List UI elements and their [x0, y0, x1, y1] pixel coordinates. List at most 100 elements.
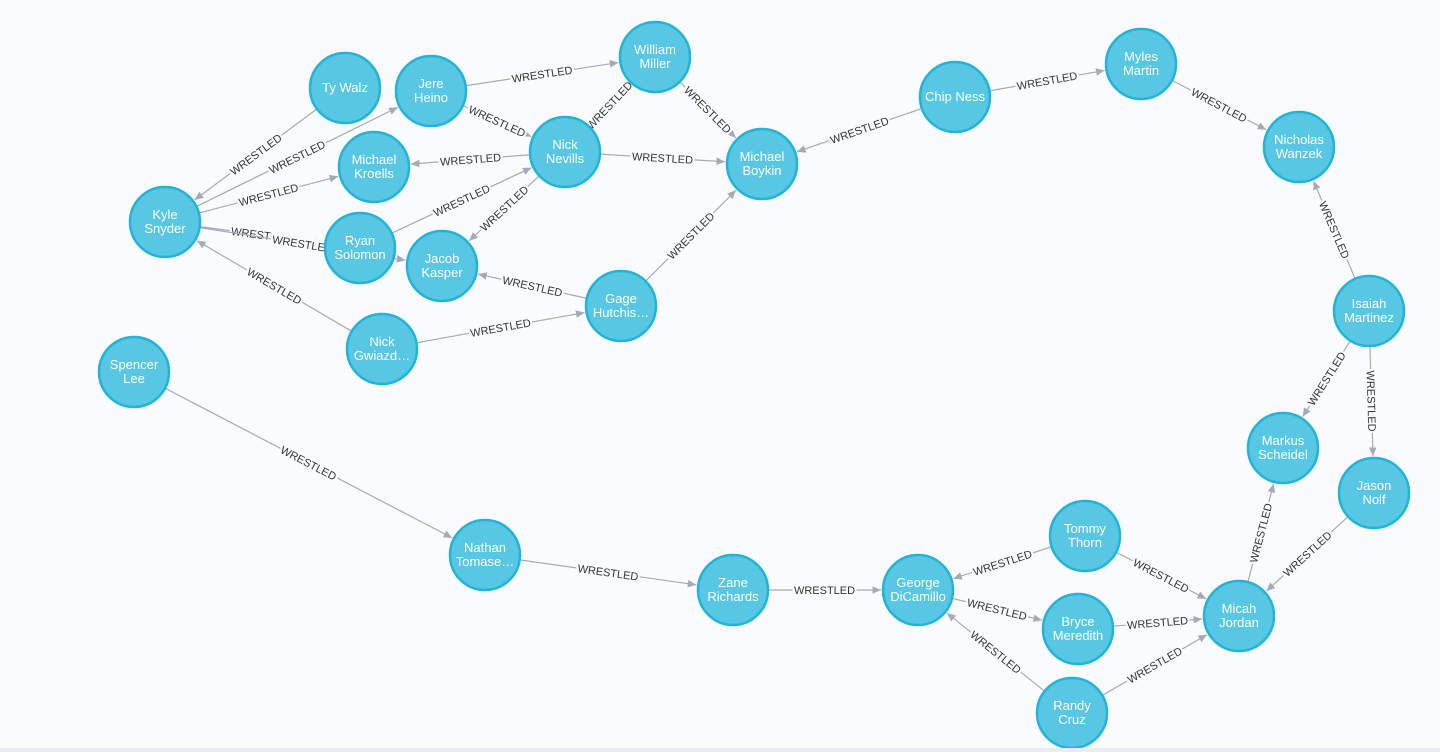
edge-tomase-zane[interactable]: WRESTLED — [519, 559, 697, 588]
edge-label: WRESTLED — [1316, 200, 1351, 261]
edge-nevills-boykin[interactable]: WRESTLED — [599, 149, 726, 167]
edge-label-bg — [467, 315, 534, 340]
node-tywalz[interactable]: Ty Walz — [308, 51, 382, 125]
edge-randy-micah[interactable]: WRESTLED — [1101, 634, 1208, 696]
edge-label-bg — [1187, 83, 1251, 126]
edge-randy-george[interactable]: WRESTLED — [946, 612, 1046, 692]
node-circle[interactable] — [448, 518, 522, 592]
node-circle[interactable] — [345, 312, 419, 386]
node-circle[interactable] — [308, 51, 382, 125]
edge-jere-nevills[interactable]: WRESTLED — [462, 101, 532, 140]
node-circle[interactable] — [97, 335, 171, 409]
node-gage[interactable]: GageHutchis… — [584, 269, 658, 343]
node-circle[interactable] — [1104, 27, 1178, 101]
node-circle[interactable] — [1202, 579, 1276, 653]
edge-william-boykin[interactable]: WRESTLED — [679, 81, 737, 139]
node-circle[interactable] — [323, 211, 397, 285]
node-circle[interactable] — [394, 54, 468, 128]
node-circle[interactable] — [725, 127, 799, 201]
edge-micah-scheidel[interactable]: WRESTLED — [1245, 483, 1276, 583]
node-circle[interactable] — [1048, 499, 1122, 573]
edge-nevills-william[interactable]: WRESTLED — [582, 77, 636, 133]
node-circle[interactable] — [1337, 456, 1411, 530]
node-chip[interactable]: Chip Ness — [918, 60, 992, 134]
edge-label: WRESTLED — [968, 629, 1023, 677]
edge-isaiah-wanzek[interactable]: WRESTLED — [1312, 180, 1356, 280]
edge-label-bg — [1129, 554, 1193, 596]
edge-label-bg — [277, 442, 341, 484]
node-circle[interactable] — [1041, 592, 1115, 666]
edge-jere-william[interactable]: WRESTLED — [465, 60, 619, 87]
edge-nevills-kroells[interactable]: WRESTLED — [410, 149, 531, 169]
edge-label-bg — [265, 136, 329, 177]
edge-label: WRESTLED — [466, 104, 527, 140]
node-circle[interactable] — [1332, 274, 1406, 348]
edge-label-bg — [967, 626, 1026, 677]
node-circle[interactable] — [881, 553, 955, 627]
edge-bryce-micah[interactable]: WRESTLED — [1112, 613, 1203, 632]
node-circle[interactable] — [1035, 676, 1109, 750]
edge-spencer-tomase[interactable]: WRESTLED — [164, 387, 453, 539]
edge-label-bg — [1278, 527, 1335, 580]
edge-label-bg — [235, 179, 302, 209]
edge-label-bg — [1245, 500, 1275, 566]
edge-label-bg — [1125, 613, 1190, 632]
edge-gage-kasper[interactable]: WRESTLED — [477, 272, 587, 300]
edge-zane-george[interactable]: WRESTLED — [768, 583, 881, 597]
edge-chip-boykin[interactable]: WRESTLED — [796, 107, 923, 153]
edge-label: WRESTLED — [1127, 615, 1189, 632]
node-circle[interactable] — [128, 185, 202, 259]
node-circle[interactable] — [337, 130, 411, 204]
edge-label: WRESTLED — [966, 597, 1028, 623]
edge-label: WRESTLED — [1364, 370, 1378, 431]
node-circle[interactable] — [405, 229, 479, 303]
node-tomase[interactable]: NathanTomase… — [448, 518, 522, 592]
edge-myles-wanzek[interactable]: WRESTLED — [1171, 79, 1267, 131]
edge-chip-myles[interactable]: WRESTLED — [989, 68, 1105, 93]
edge-label-bg — [269, 231, 336, 255]
node-circle[interactable] — [584, 269, 658, 343]
node-circle[interactable] — [696, 553, 770, 627]
node-circle[interactable] — [1246, 411, 1320, 485]
edge-isaiah-scheidel[interactable]: WRESTLED — [1302, 340, 1351, 417]
edge-gwiazd-gage[interactable]: WRESTLED — [416, 310, 585, 344]
edge-tommy-micah[interactable]: WRESTLED — [1115, 551, 1207, 600]
edge-isaiah-nolf[interactable]: WRESTLED — [1364, 345, 1380, 457]
node-circle[interactable] — [918, 60, 992, 134]
node-circle[interactable] — [1262, 110, 1336, 184]
edge-label: WRESTLED — [432, 183, 492, 220]
edge-label-bg — [225, 129, 286, 179]
edge-nolf-micah[interactable]: WRESTLED — [1265, 516, 1349, 592]
edge-gage-boykin[interactable]: WRESTLED — [645, 189, 737, 282]
node-circle[interactable] — [618, 20, 692, 94]
node-gwiazd[interactable]: NickGwiazd… — [345, 312, 419, 386]
edge-label-bg — [1316, 197, 1354, 262]
edge-george-bryce[interactable]: WRESTLED — [951, 594, 1043, 624]
edge-label: WRESTLED — [238, 182, 300, 209]
node-circle[interactable] — [528, 115, 602, 189]
edge-label: WRESTLED — [972, 549, 1034, 579]
edge-tommy-george[interactable]: WRESTLED — [953, 546, 1052, 580]
